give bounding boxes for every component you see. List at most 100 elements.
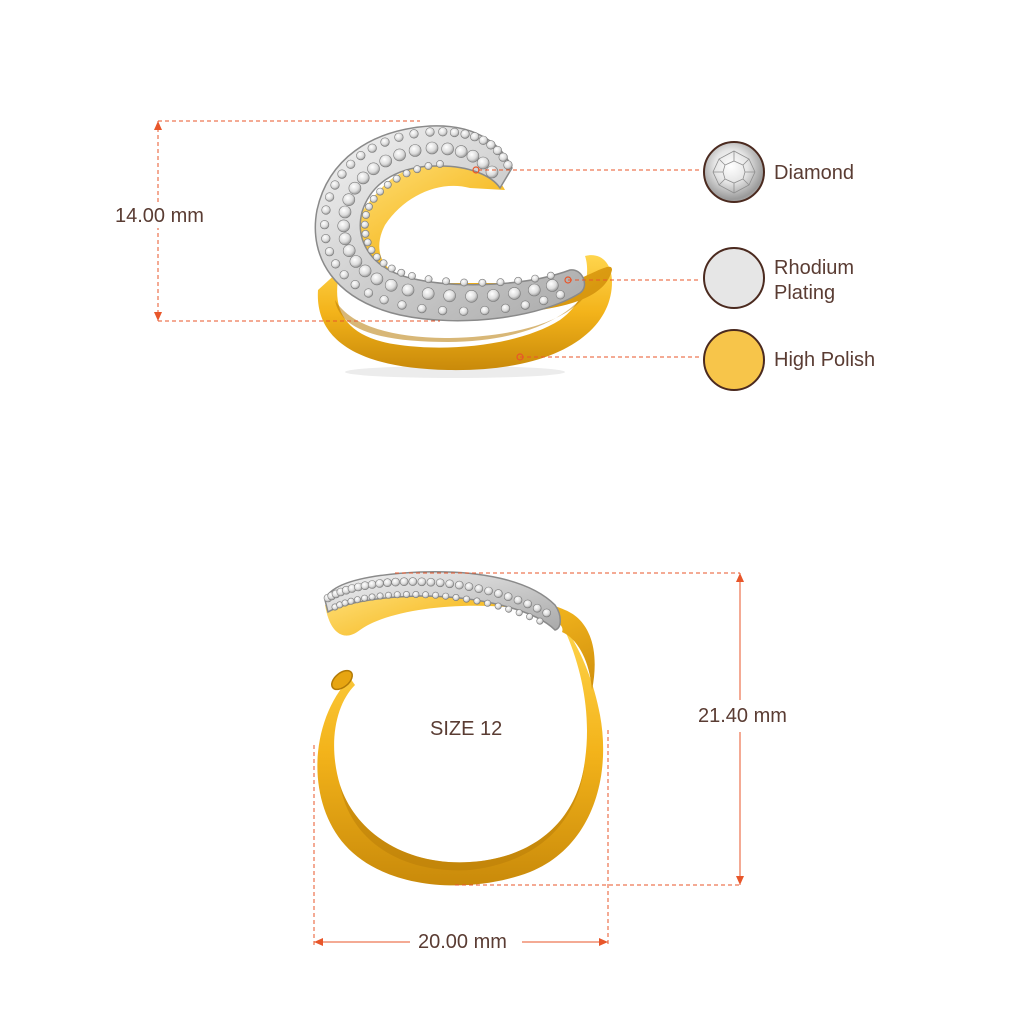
pave-stone xyxy=(392,174,401,183)
pave-stone xyxy=(449,127,460,138)
pave-stone xyxy=(361,229,370,238)
pave-stone xyxy=(426,577,436,587)
ring-size-label: SIZE 12 xyxy=(430,718,503,740)
pave-stone xyxy=(337,219,351,233)
arrow-right-20mm xyxy=(599,938,608,946)
pave-stone xyxy=(342,244,356,257)
pave-stone xyxy=(337,169,347,179)
pave-stone xyxy=(368,593,376,601)
pave-stone xyxy=(460,278,468,287)
pave-stone xyxy=(462,595,470,603)
pave-stone xyxy=(454,580,464,590)
pave-stone xyxy=(494,602,502,610)
rhodium-swatch-icon xyxy=(703,247,765,309)
pave-stone xyxy=(367,162,380,176)
pave-stone xyxy=(413,165,422,174)
ring-open-end xyxy=(331,669,353,691)
pave-stone xyxy=(360,581,370,591)
pave-stone xyxy=(399,577,409,587)
pave-c-shape xyxy=(314,125,586,322)
pave-stone xyxy=(445,579,455,589)
pave-stone xyxy=(342,193,356,206)
pave-stone xyxy=(321,234,331,244)
pave-stone xyxy=(331,259,341,269)
pave-stone xyxy=(425,141,439,155)
pave-stone xyxy=(500,303,511,314)
pave-stone xyxy=(486,289,500,302)
pave-stone xyxy=(474,584,484,594)
pave-stone xyxy=(432,591,440,599)
pave-stone xyxy=(442,277,450,286)
pave-stone xyxy=(436,160,444,168)
arrow-left-20mm xyxy=(314,938,323,946)
pave-stone xyxy=(324,247,335,257)
pave-stone xyxy=(527,283,541,297)
ring-shadow xyxy=(345,366,565,378)
gold-top-band xyxy=(325,590,595,690)
arrow-down-14mm xyxy=(154,312,162,321)
leader-dot-high-polish xyxy=(516,353,524,361)
pave-stone xyxy=(508,287,521,300)
leader-dot-diamond xyxy=(472,166,480,174)
dimension-label-width-side: 20.00 mm xyxy=(418,931,507,954)
pave-stone xyxy=(320,220,330,230)
pave-stone xyxy=(330,180,340,190)
leader-dot-rhodium xyxy=(564,276,572,284)
pave-stone xyxy=(397,268,406,277)
pave-stone xyxy=(473,597,481,605)
pave-stone xyxy=(401,283,415,297)
pave-stone xyxy=(452,593,460,601)
pave-stone xyxy=(514,276,523,285)
pave-stone xyxy=(356,171,370,185)
arrowheads xyxy=(154,121,744,946)
pave-stone xyxy=(485,165,499,179)
pave-stone xyxy=(402,590,410,598)
dimension-label-height-side: 21.40 mm xyxy=(698,705,787,728)
pave-stone xyxy=(542,608,552,618)
dimension-guides xyxy=(157,120,741,945)
pave-stone xyxy=(523,599,533,609)
pave-stone xyxy=(363,288,374,298)
pave-stone xyxy=(545,279,559,292)
legend-label-diamond: Diamond xyxy=(774,161,855,186)
pave-stone xyxy=(338,205,352,219)
pave-stone xyxy=(408,272,416,280)
pave-stone xyxy=(367,580,377,589)
pave-stone xyxy=(376,187,384,196)
pave-stone xyxy=(532,603,542,613)
pave-stone xyxy=(408,577,418,586)
pave-stone xyxy=(526,613,534,621)
pave-stone xyxy=(358,264,372,278)
pave-stone xyxy=(421,287,435,301)
pave-stone xyxy=(470,132,480,142)
gold-swatch-icon xyxy=(703,329,765,391)
gold-ring-body xyxy=(317,620,604,886)
pave-stone xyxy=(376,592,384,600)
pave-stone xyxy=(353,596,361,604)
pave-stone xyxy=(339,270,349,280)
pave-stone xyxy=(539,295,549,306)
pave-stone xyxy=(459,306,469,316)
pave-stone xyxy=(417,577,427,587)
pave-stone xyxy=(435,578,445,588)
pave-stone xyxy=(321,205,331,215)
arrow-up-21mm xyxy=(736,573,744,582)
pave-stone xyxy=(380,137,390,147)
pave-stones-side xyxy=(323,577,552,625)
pave-stone xyxy=(438,306,448,316)
pave-stone xyxy=(443,289,456,303)
pave-stone xyxy=(425,127,435,137)
leader-dots xyxy=(472,166,572,361)
pave-stone xyxy=(325,192,335,202)
pave-stone xyxy=(363,238,372,247)
pave-stone xyxy=(484,586,493,596)
pave-stone xyxy=(346,159,356,169)
pave-stone xyxy=(383,578,392,588)
arrow-up-14mm xyxy=(154,121,162,130)
pave-stone xyxy=(402,169,411,178)
pave-stone xyxy=(360,220,369,229)
pave-stone xyxy=(515,609,523,617)
pave-stone xyxy=(494,589,503,598)
pave-stone xyxy=(362,211,370,219)
pave-stone xyxy=(347,597,355,605)
